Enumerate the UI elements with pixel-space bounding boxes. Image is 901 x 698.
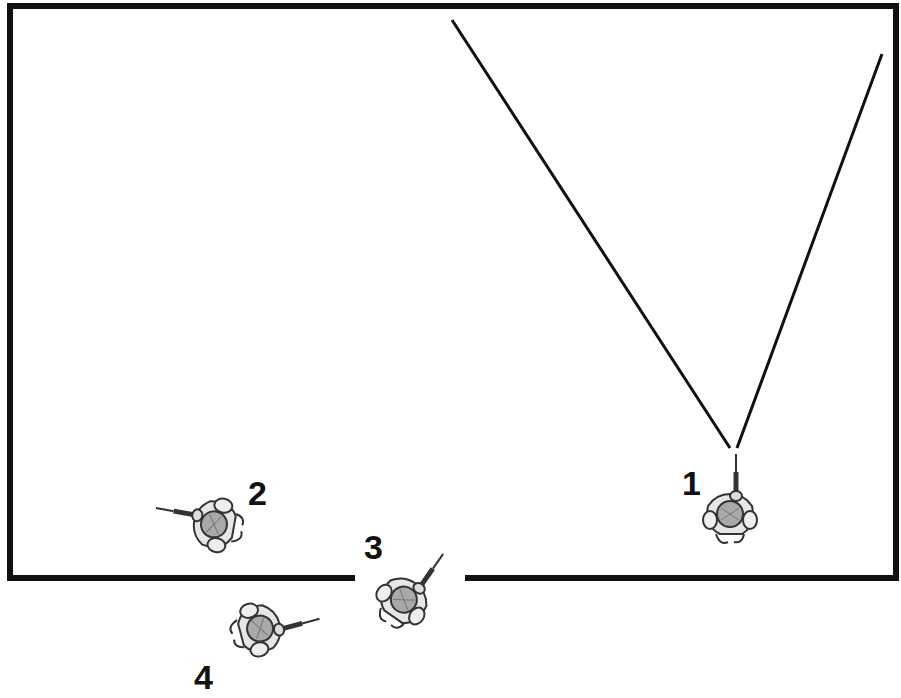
room-wall	[10, 6, 896, 578]
soldier-figure	[150, 487, 247, 556]
callout-number: 2	[248, 476, 267, 510]
callout-number: 3	[364, 530, 383, 564]
soldier-figure	[703, 454, 757, 543]
callout-number: 4	[194, 660, 213, 694]
callout-number: 1	[682, 466, 701, 500]
soldier-figure	[225, 587, 325, 662]
sector-line	[452, 20, 882, 448]
